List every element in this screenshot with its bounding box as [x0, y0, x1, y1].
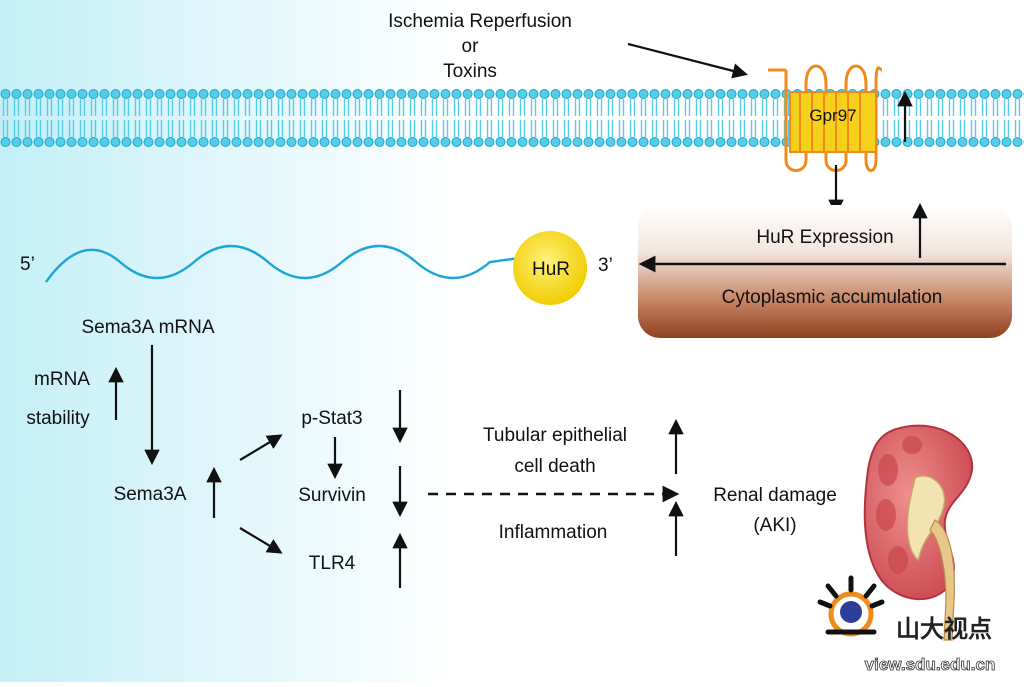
hur-cytoplasm-box: HuR Expression Cytoplasmic accumulation [638, 202, 1012, 338]
renal-damage-line2: (AKI) [753, 515, 796, 536]
renal-damage-line1: Renal damage [713, 485, 837, 506]
gpr97-receptor: Gpr97 [768, 64, 913, 172]
cytoplasm-box-bg [638, 205, 1012, 338]
stimulus-line1: Ischemia Reperfusion [388, 11, 572, 32]
stimulus-arrow [627, 42, 748, 79]
tubular-line2: cell death [514, 456, 595, 477]
stability-line2: stability [26, 408, 90, 429]
gpr97-label: Gpr97 [809, 106, 856, 125]
sema3a-to-pstat3-arrow [239, 434, 283, 461]
watermark-url: view.sdu.edu.cn [865, 655, 996, 674]
stimulus-line2: or [462, 36, 480, 57]
pstat3-label: p-Stat3 [301, 408, 362, 429]
logo-eye [840, 601, 862, 623]
five-prime-label: 5’ [20, 254, 35, 275]
sema3a-mrna: 5’ HuR 3’ Sema3A mRNA [20, 231, 613, 338]
survivin-label: Survivin [298, 485, 366, 506]
kidney-illustration [863, 424, 974, 641]
hur-protein-label: HuR [532, 259, 570, 280]
stimulus-label: Ischemia Reperfusion or Toxins [388, 11, 572, 82]
cytoplasmic-accumulation-label: Cytoplasmic accumulation [722, 287, 943, 308]
watermark-text: 山大视点 [896, 616, 992, 643]
hur-expression-label: HuR Expression [756, 227, 893, 248]
tubular-line1: Tubular epithelial [483, 425, 627, 446]
logo-rays [817, 575, 885, 609]
sema3a-mrna-label: Sema3A mRNA [81, 317, 214, 338]
stimulus-line3: Toxins [443, 61, 497, 82]
sema3a-to-tlr4-arrow [239, 527, 283, 554]
sema3a-label: Sema3A [114, 484, 187, 505]
mrna-stability: mRNA stability [26, 366, 124, 429]
outcomes: Tubular epithelial cell death Inflammati… [483, 418, 837, 556]
hur-protein [513, 231, 587, 305]
mrna-strand [45, 244, 521, 283]
tlr4-label: TLR4 [309, 553, 356, 574]
downstream-targets: p-Stat3 Survivin TLR4 [298, 390, 408, 588]
three-prime-label: 3’ [598, 255, 613, 276]
sdu-logo: 山大视点 view.sdu.edu.cn [817, 575, 996, 674]
receptor-body [789, 91, 877, 153]
inflammation-label: Inflammation [499, 522, 608, 543]
stability-line1: mRNA [34, 369, 90, 390]
